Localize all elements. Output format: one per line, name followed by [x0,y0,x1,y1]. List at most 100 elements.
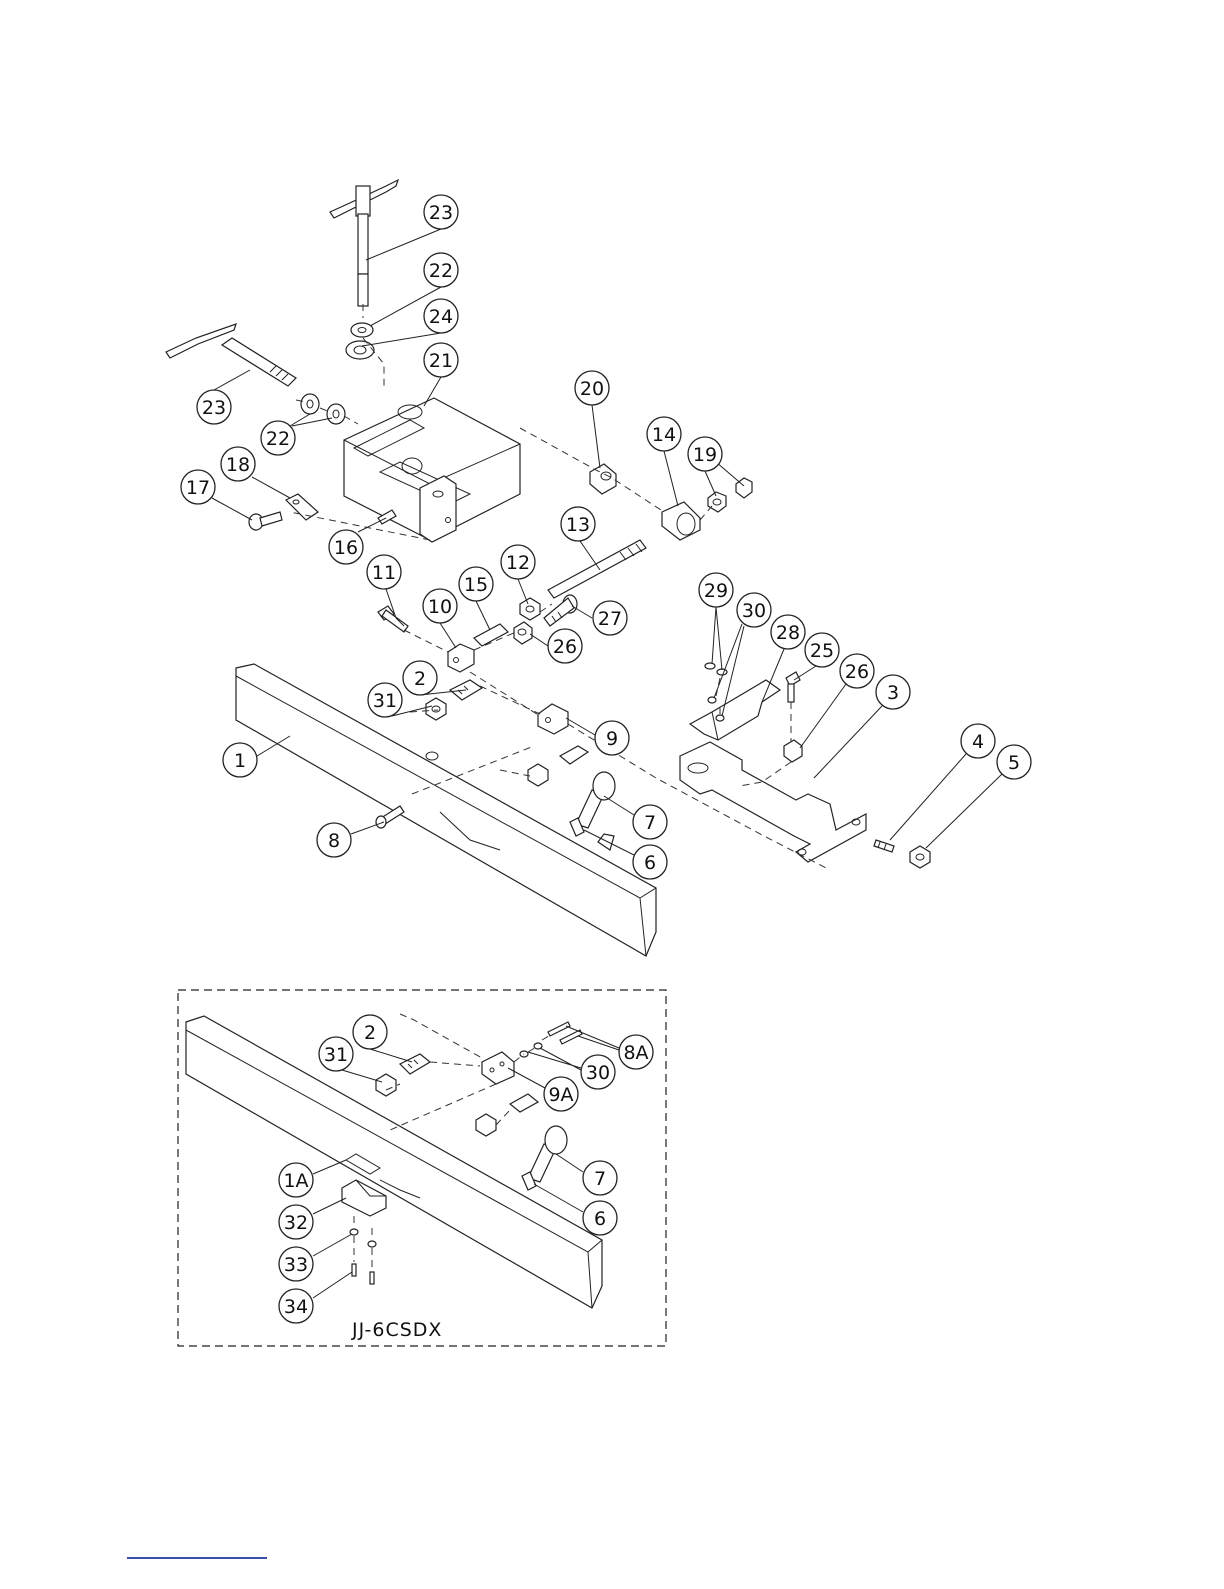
part-25-bolt [786,672,800,702]
callout-30: 30 [581,1055,615,1089]
part-27-screw [544,595,577,626]
callout-number: 25 [810,640,834,662]
callout-number: 14 [652,424,676,446]
nut-lower [528,764,548,786]
callout-number: 22 [266,428,290,450]
part-24-slotted-nut [346,341,374,359]
callout-number: 9A [548,1084,573,1106]
callout-14: 14 [647,417,681,451]
inset-part-2-stud [400,1054,430,1074]
callout-31: 31 [368,683,402,717]
callout-number: 22 [429,260,453,282]
callout-number: 16 [334,537,358,559]
callout-26: 26 [548,629,582,663]
callout-number: 11 [372,562,396,584]
callout-number: 2 [414,668,426,690]
part-26-nut-b [784,740,802,762]
part-17-screw [249,512,282,530]
callout-8: 8 [317,823,351,857]
callout-number: 15 [464,574,488,596]
callout-11: 11 [367,555,401,589]
callout-9a: 9A [544,1077,578,1111]
callout-1a: 1A [279,1163,313,1197]
callout-number: 26 [553,636,577,658]
part-19-nuts [708,478,752,512]
callout-number: 5 [1008,752,1020,774]
callout-number: 30 [586,1062,610,1084]
callout-number: 30 [742,600,766,622]
callout-number: 4 [972,731,984,753]
callout-number: 24 [429,306,453,328]
callout-24: 24 [424,299,458,333]
callout-9: 9 [595,721,629,755]
callout-22: 22 [261,421,295,455]
callout-number: 12 [506,552,530,574]
callout-number: 20 [580,378,604,400]
part-8a-screw-a [548,1022,570,1036]
callout-number: 1 [234,750,246,772]
callout-6: 6 [583,1201,617,1235]
callout-number: 8 [328,830,340,852]
footer-rule [127,1557,267,1559]
part-23-horizontal-screw [166,324,296,386]
callout-number: 31 [324,1044,348,1066]
callout-6: 6 [633,845,667,879]
inset-model-label: JJ-6CSDX [351,1319,442,1341]
part-26-nut-a [514,622,532,644]
callout-1: 1 [223,743,257,777]
callout-22: 22 [424,253,458,287]
callout-number: 28 [776,622,800,644]
callout-number: 23 [429,202,453,224]
callout-number: 13 [566,514,590,536]
callout-number: 26 [845,661,869,683]
callout-number: 2 [364,1022,376,1044]
part-22-washer-b [327,404,345,424]
callout-number: 7 [594,1168,606,1190]
callout-17: 17 [181,470,215,504]
callout-23: 23 [424,195,458,229]
callout-23: 23 [197,390,231,424]
part-10-block [448,644,474,672]
callout-3: 3 [876,675,910,709]
callout-15: 15 [459,567,493,601]
callout-number: 31 [373,690,397,712]
callout-34: 34 [279,1289,313,1323]
callout-number: 29 [704,580,728,602]
part-23-vertical-screw [330,180,398,306]
callout-number: 33 [284,1254,308,1276]
callout-number: 23 [202,397,226,419]
callout-19: 19 [688,437,722,471]
part-21-fence-bracket [344,398,520,542]
callout-2: 2 [353,1015,387,1049]
callout-18: 18 [221,447,255,481]
callout-27: 27 [593,601,627,635]
part-14-knob [662,502,700,540]
callout-30: 30 [737,593,771,627]
inset-stud-lower [510,1094,538,1112]
part-33-washer-b [368,1241,376,1247]
callout-5: 5 [997,745,1031,779]
inset-part-7-handle [528,1126,567,1182]
callout-number: 27 [598,608,622,630]
part-9a-block [482,1052,514,1084]
callout-33: 33 [279,1247,313,1281]
callout-25: 25 [805,633,839,667]
part-12-nut [520,598,540,620]
inset-nut-lower [476,1114,496,1136]
callout-number: 10 [428,596,452,618]
part-9-block [538,704,568,734]
callout-29: 29 [699,573,733,607]
callout-10: 10 [423,589,457,623]
callout-7: 7 [633,805,667,839]
callout-16: 16 [329,530,363,564]
callout-number: 6 [644,852,656,874]
part-8a-screw-b [560,1030,582,1044]
callout-2: 2 [403,661,437,695]
callout-number: 34 [284,1296,308,1318]
part-31-nut-a [426,698,446,720]
part-4-screw [874,840,894,852]
callout-number: 9 [606,728,618,750]
callout-31: 31 [319,1037,353,1071]
